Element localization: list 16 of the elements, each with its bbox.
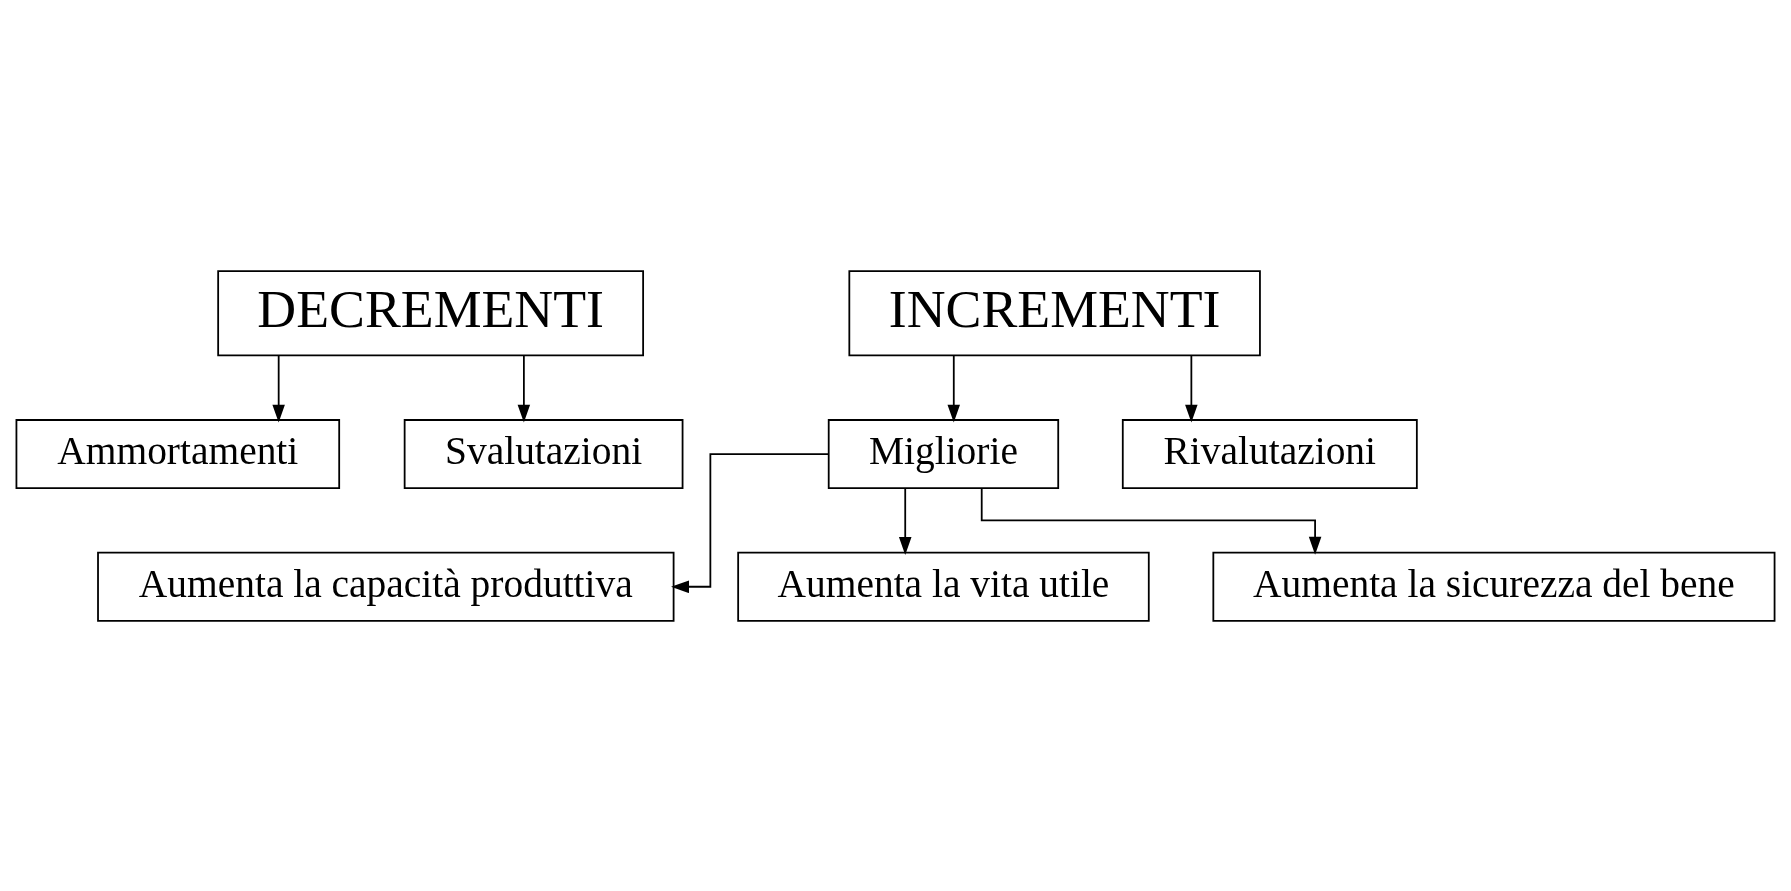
- arrow: [1185, 354, 1198, 423]
- node-box: Aumenta la vita utile: [737, 551, 1150, 622]
- node-box: Svalutazioni: [403, 418, 684, 489]
- arrow: [898, 486, 912, 555]
- node-box: Aumenta la capacità produttiva: [97, 551, 675, 622]
- arrow: [980, 487, 1322, 555]
- arrow: [272, 354, 285, 423]
- arrow: [947, 354, 961, 423]
- node-box: INCREMENTI: [848, 269, 1261, 356]
- arrow: [671, 452, 830, 593]
- node-box: DECREMENTI: [217, 269, 644, 356]
- node-box: Ammortamenti: [15, 418, 341, 489]
- node-box: Rivalutazioni: [1121, 418, 1418, 489]
- arrow: [517, 354, 531, 423]
- node-box: Migliorie: [827, 418, 1060, 489]
- node-box: Aumenta la sicurezza del bene: [1212, 551, 1776, 622]
